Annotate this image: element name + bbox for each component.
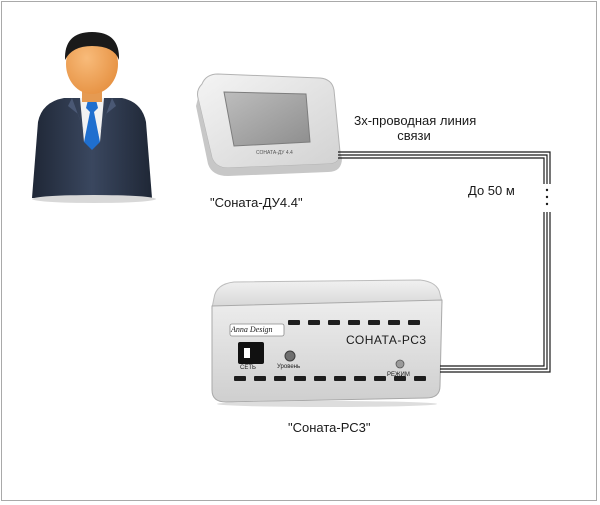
remote-panel-device (196, 73, 342, 176)
person-icon (32, 32, 156, 203)
line-type-label: 3х-проводная линия связи (354, 113, 477, 143)
main-unit-device (211, 279, 443, 407)
power-switch-label: СЕТЬ (240, 365, 256, 371)
power-switch (238, 342, 264, 364)
line-type-label-line-2: связи (397, 128, 431, 143)
remote-panel-caption: "Соната-ДУ4.4" (210, 195, 303, 210)
mode-indicator-led (395, 359, 405, 369)
mode-indicator-label: РЕЖИМ (387, 372, 410, 378)
communication-line (338, 151, 551, 373)
diagram-graphics (32, 32, 551, 407)
distance-label: До 50 м (468, 183, 515, 198)
line-break-dots (545, 188, 549, 206)
main-unit-caption: "Соната-РС3" (288, 420, 371, 435)
level-knob (284, 350, 296, 362)
line-type-label-line-1: 3х-проводная линия (354, 113, 477, 128)
device-name-text: СОНАТА-РС3 (346, 333, 427, 347)
level-knob-label: Уровень (277, 364, 301, 370)
remote-panel-strip-text: СОНАТА-ДУ 4.4 (256, 150, 293, 156)
brand-plate-text: Anna Design (231, 325, 273, 334)
brand-plate (229, 323, 285, 337)
